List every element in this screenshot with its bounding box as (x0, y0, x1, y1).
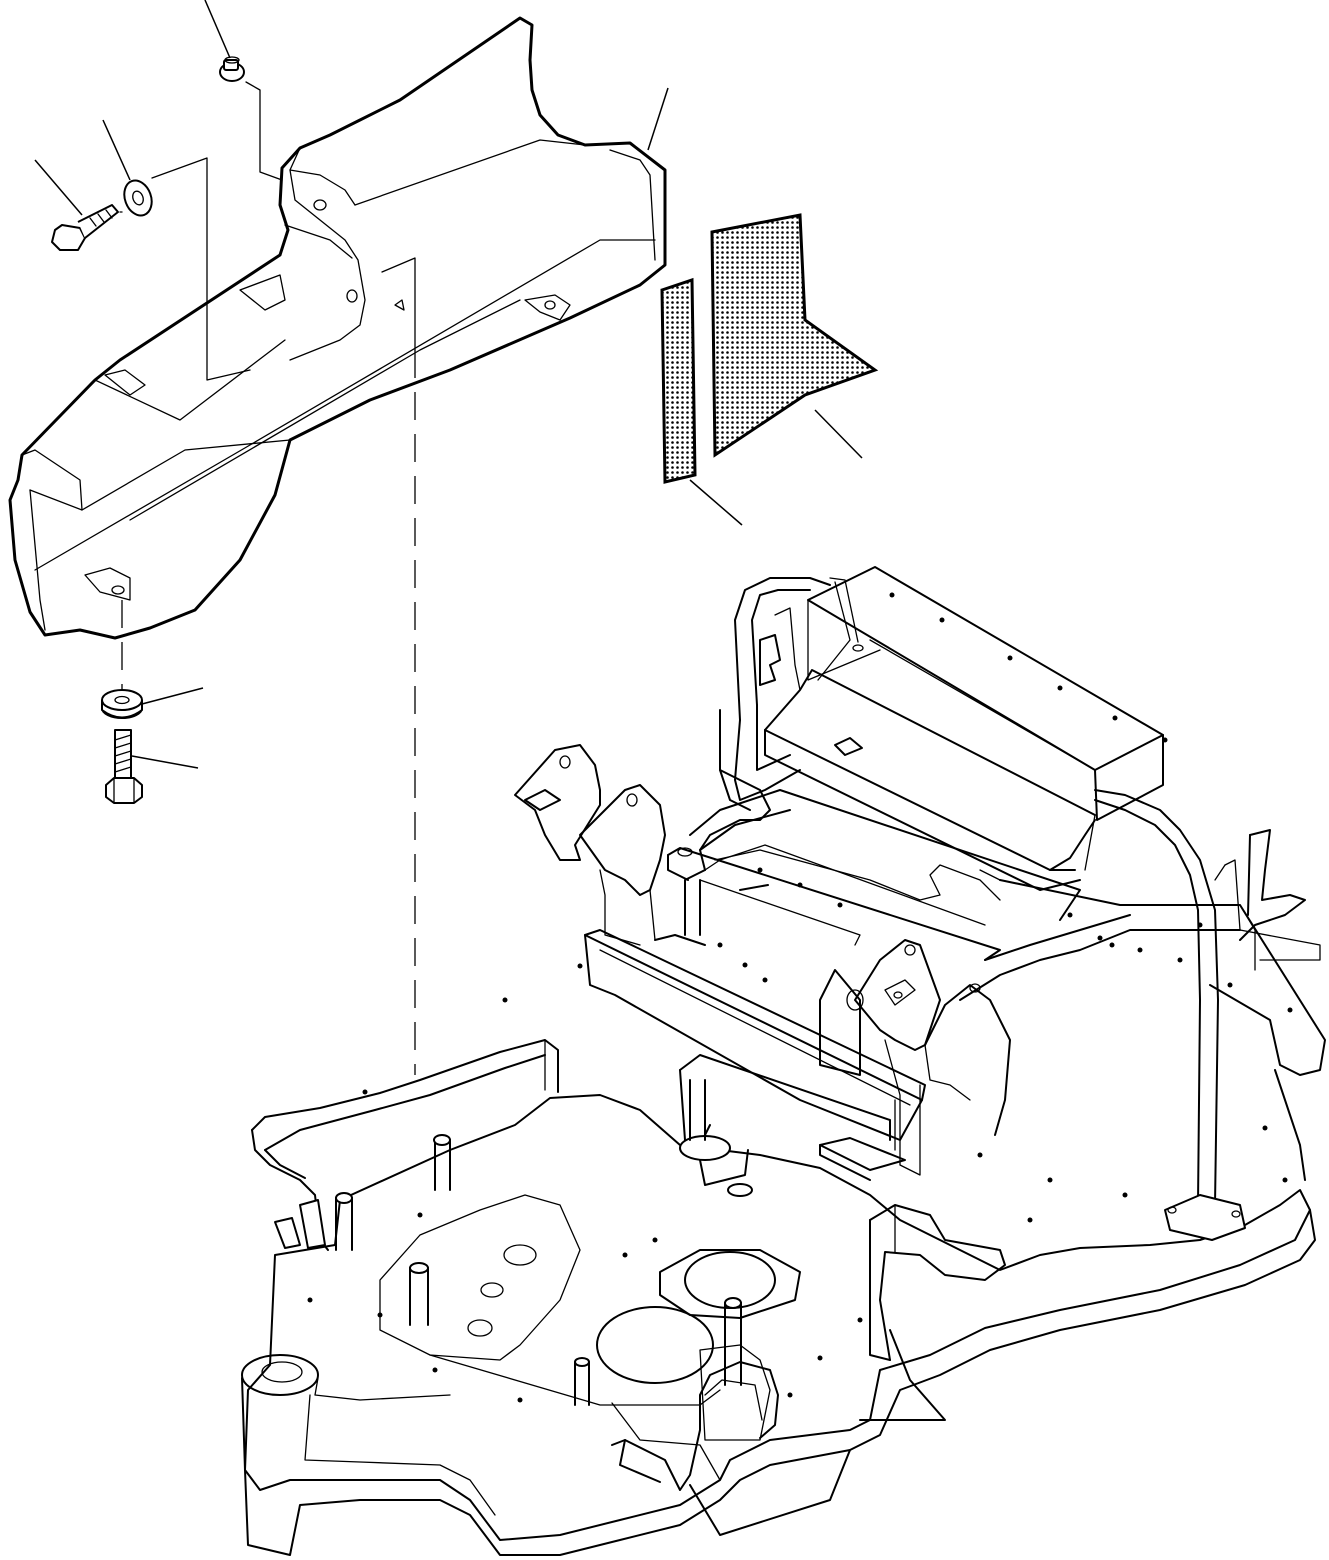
insulation-pad-large (710, 213, 879, 458)
washer-upper (123, 179, 153, 217)
clip-nut (219, 56, 245, 82)
cover-panel (8, 16, 667, 640)
insulation-pad-small (660, 277, 697, 484)
revolving-frame (241, 566, 1326, 1556)
bolt-lower (105, 729, 143, 804)
bolt-upper (51, 204, 119, 251)
assembly-lines (119, 81, 416, 1075)
leader-lines (34, 0, 863, 769)
collar (101, 689, 143, 719)
frame-holes (307, 592, 1293, 1403)
